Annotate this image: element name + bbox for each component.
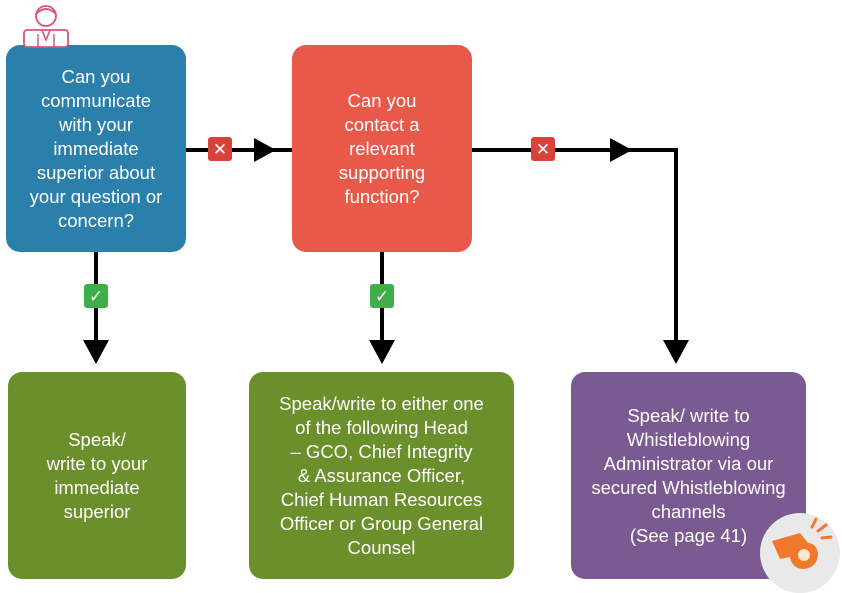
arrowhead-q2-right <box>610 138 632 162</box>
question2-text: Can you contact a relevant supporting fu… <box>338 89 426 207</box>
question1-text: Can you communicate with your immediate … <box>29 65 163 231</box>
question-box-immediate-superior: Can you communicate with your immediate … <box>6 45 186 252</box>
whistle-icon <box>772 517 833 569</box>
arrowhead-into-o3 <box>663 340 689 364</box>
cross-mark-icon: ✕ <box>531 137 555 161</box>
cross-mark-icon: ✕ <box>208 137 232 161</box>
person-icon <box>23 5 69 48</box>
outcome-box-head-officers: Speak/write to either one of the followi… <box>249 372 514 579</box>
outcome1-text: Speak/ write to your immediate superior <box>46 428 148 522</box>
question-box-supporting-function: Can you contact a relevant supporting fu… <box>292 45 472 252</box>
arrowhead-into-o2 <box>369 340 395 364</box>
outcome-box-immediate-superior: Speak/ write to your immediate superior <box>8 372 186 579</box>
connector-q2-o3 <box>472 148 678 340</box>
arrowhead-into-o1 <box>83 340 109 364</box>
check-mark-icon: ✓ <box>84 284 108 308</box>
whistle-icon-badge <box>760 513 840 593</box>
arrowhead-q1-q2 <box>254 138 276 162</box>
check-mark-icon: ✓ <box>370 284 394 308</box>
outcome2-text: Speak/write to either one of the followi… <box>279 392 484 558</box>
outcome3-text: Speak/ write to Whistleblowing Administr… <box>591 404 786 546</box>
